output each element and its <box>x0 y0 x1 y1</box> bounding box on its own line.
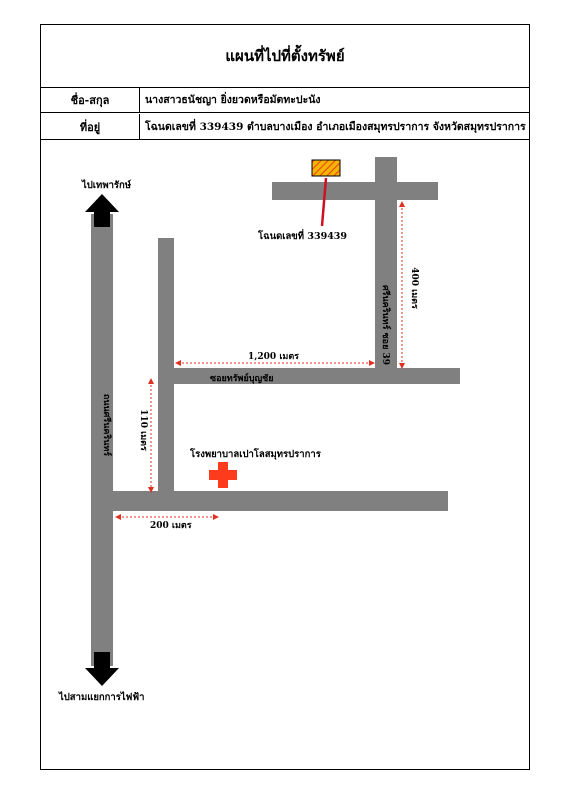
distance-400-label: 400 เมตร <box>409 267 419 309</box>
map-sheet: แผนที่ไปที่ตั้งทรัพย์ ชื่อ-สกุล นางสาวธน… <box>40 24 530 770</box>
main-road-label: ถนนศรีนครินทร์ <box>101 394 113 456</box>
hospital-cross-icon <box>209 462 237 488</box>
south-direction-label: ไปสามแยกการไฟฟ้า <box>58 691 144 703</box>
top-access-road <box>272 182 438 200</box>
property-marker <box>311 159 341 177</box>
soi-39-road <box>375 157 397 384</box>
distance-200-label: 200 เมตร <box>150 521 192 531</box>
side-soi-label: ศรีนครินทร์ ซอย 39 <box>380 285 392 365</box>
distance-110-label: 110 เมตร <box>138 409 148 451</box>
address-label: ที่อยู่ <box>41 114 140 139</box>
hospital-road <box>113 491 448 511</box>
owner-value: นางสาวธนัชญา ยิ่งยวดหรือมัตทะปะนัง <box>145 94 321 106</box>
distance-1200-label: 1,200 เมตร <box>248 352 299 362</box>
address-value: โฉนดเลขที่ 339439 ตำบลบางเมือง อำเภอเมือ… <box>145 121 526 133</box>
owner-row: ชื่อ-สกุล นางสาวธนัชญา ยิ่งยวดหรือมัตทะป… <box>41 87 529 113</box>
address-row: ที่อยู่ โฉนดเลขที่ 339439 ตำบลบางเมือง อ… <box>41 114 529 140</box>
page-title: แผนที่ไปที่ตั้งทรัพย์ <box>225 47 345 65</box>
main-road <box>91 214 113 666</box>
title-row: แผนที่ไปที่ตั้งทรัพย์ <box>41 25 529 88</box>
soi-road-label: ซอยทรัพย์บุญชัย <box>210 372 274 384</box>
deed-pointer-line <box>320 177 328 227</box>
deed-marker-label: โฉนดเลขที่ 339439 <box>257 228 347 242</box>
north-direction-label: ไปเทพารักษ์ <box>81 179 132 191</box>
hospital-label: โรงพยาบาลเปาโลสมุทรปราการ <box>189 448 322 460</box>
north-arrow <box>85 194 119 227</box>
south-arrow <box>85 652 119 686</box>
soi-sapboonchai-road <box>158 368 460 384</box>
inner-soi-road <box>158 238 174 492</box>
owner-label: ชื่อ-สกุล <box>41 87 140 112</box>
